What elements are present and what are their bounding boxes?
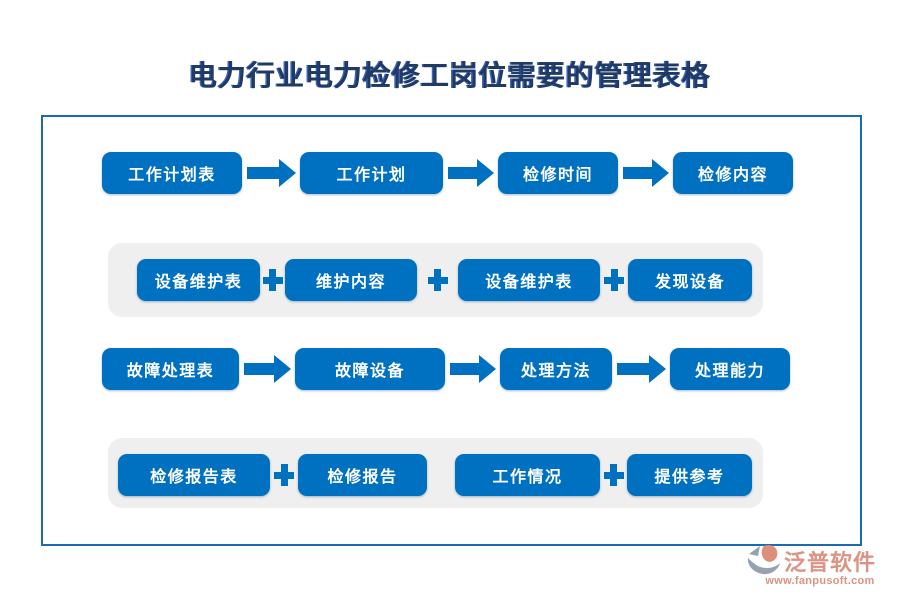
fanpu-logo-icon [746, 544, 782, 578]
arrow-bar [247, 167, 279, 179]
arrow-bar [448, 167, 477, 179]
brand-name: 泛普软件 [784, 550, 877, 575]
flow-box-r2-2: 维护内容 [285, 259, 417, 301]
arrow-head [652, 159, 669, 187]
flow-box-r3-2: 故障设备 [295, 348, 445, 390]
arrow-head [477, 159, 494, 187]
plus-icon [604, 269, 624, 291]
plus-icon [427, 269, 448, 291]
logo-leaf-shape [761, 545, 778, 562]
arrow-head [279, 159, 296, 187]
plus-icon [274, 464, 294, 486]
arrow-bar [244, 363, 274, 375]
arrow-right-icon [247, 159, 296, 187]
arrow-head [649, 355, 666, 383]
flow-box-r3-3: 处理方法 [500, 348, 612, 390]
plus-icon [603, 464, 624, 486]
flow-box-r1-1: 工作计划表 [102, 152, 242, 194]
arrow-right-icon [450, 355, 496, 383]
flow-box-r1-2: 工作计划 [300, 152, 443, 194]
arrow-right-icon [448, 159, 494, 187]
arrow-right-icon [617, 355, 666, 383]
flow-box-r4-2: 检修报告 [298, 454, 427, 496]
flow-box-r3-1: 故障处理表 [102, 348, 239, 390]
arrow-right-icon [244, 355, 291, 383]
logo-triangle-shape [749, 546, 760, 556]
arrow-bar [450, 363, 479, 375]
footer-brand: 泛普软件 www.fanpusoft.com [746, 544, 894, 587]
diagram-border-frame [41, 115, 862, 546]
brand-website: www.fanpusoft.com [765, 575, 875, 587]
flow-box-r2-3: 设备维护表 [458, 259, 600, 301]
arrow-bar [623, 167, 652, 179]
flow-box-r4-1: 检修报告表 [118, 454, 270, 496]
arrow-right-icon [623, 159, 669, 187]
arrow-head [479, 355, 496, 383]
logo-swoosh-shape [747, 558, 780, 575]
flow-box-r1-4: 检修内容 [673, 152, 793, 194]
flow-box-r4-4: 提供参考 [627, 454, 752, 496]
arrow-head [274, 355, 291, 383]
flow-box-r2-1: 设备维护表 [137, 259, 260, 301]
page-title: 电力行业电力检修工岗位需要的管理表格 [188, 61, 711, 92]
flow-box-r2-4: 发现设备 [628, 259, 752, 301]
flow-box-r1-3: 检修时间 [498, 152, 618, 194]
flow-box-r3-4: 处理能力 [670, 348, 790, 390]
plus-icon [262, 269, 283, 291]
arrow-bar [617, 363, 649, 375]
flow-box-r4-3: 工作情况 [455, 454, 600, 496]
